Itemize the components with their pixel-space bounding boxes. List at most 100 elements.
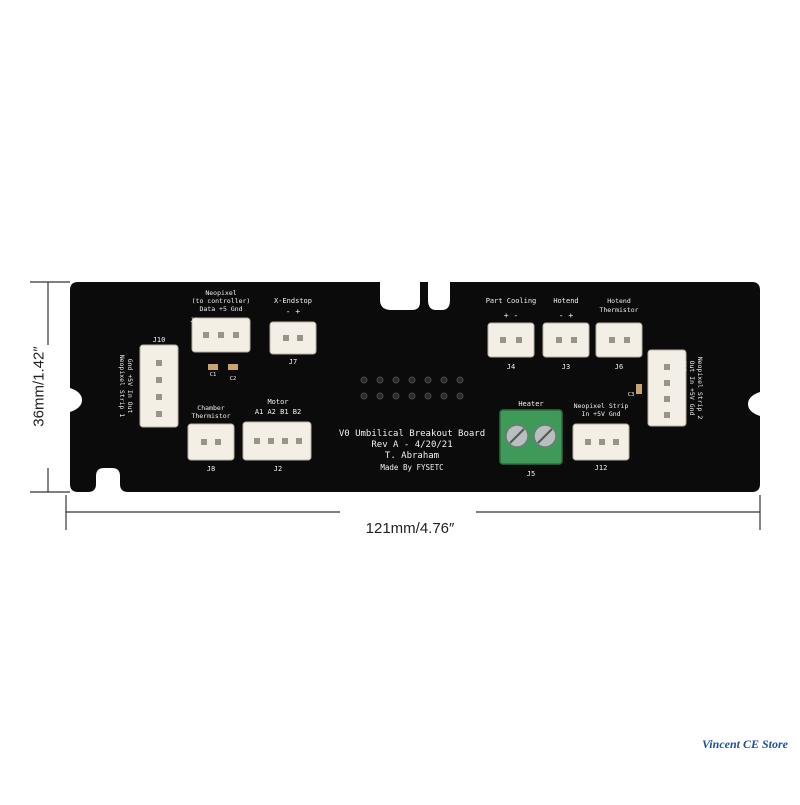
label-j9-line-2: (to controller) <box>192 297 251 305</box>
pin-hole <box>392 376 400 384</box>
pin-hole <box>456 376 464 384</box>
label-j3-line-1: Hotend <box>553 297 578 305</box>
capacitor-c1 <box>208 364 218 370</box>
ref-j6: J6 <box>615 363 623 371</box>
pin-hole <box>424 376 432 384</box>
connector-pin <box>203 332 209 338</box>
connector-pin <box>233 332 239 338</box>
pin-hole <box>424 392 432 400</box>
connector-pin <box>664 396 670 402</box>
pin-hole <box>408 376 416 384</box>
pin-header <box>360 376 464 400</box>
connector-pin <box>585 439 591 445</box>
label-j7-line-1: X-Endstop <box>274 297 312 305</box>
label-j9-line-1: Neopixel <box>205 289 236 297</box>
connector-pin <box>156 377 162 383</box>
connector-j10 <box>139 344 179 428</box>
pin-hole <box>360 376 368 384</box>
pin-hole <box>408 392 416 400</box>
connector-pin <box>664 412 670 418</box>
ref-j9: J9 <box>190 317 198 324</box>
label-j4-line-1: Part Cooling <box>486 297 537 305</box>
label-j7-line-2: - + <box>286 307 301 316</box>
connector-pin <box>516 337 522 343</box>
ref-c2: C2 <box>230 376 237 382</box>
label-j2-line-2: A1 A2 B1 B2 <box>255 408 301 416</box>
label-j8-line-1: Chamber <box>197 404 224 412</box>
ref-c3: C3 <box>628 392 635 398</box>
label-j6-line-1: Hotend <box>607 297 631 305</box>
label-j6-line-2: Thermistor <box>599 306 638 314</box>
connector-pin <box>613 439 619 445</box>
connector-pin <box>664 380 670 386</box>
connector-j2 <box>242 421 312 461</box>
ref-j3: J3 <box>562 363 570 371</box>
connector-j11 <box>647 349 687 427</box>
ref-j5: J5 <box>527 470 535 478</box>
pin-hole <box>392 392 400 400</box>
height-dimension-label: 36mm/1.42″ <box>30 346 48 427</box>
connector-pin <box>201 439 207 445</box>
connector-pin <box>609 337 615 343</box>
label-j2-line-1: Motor <box>267 398 288 406</box>
connector-j7 <box>269 321 317 355</box>
board-title-line-3: T. Abraham <box>385 451 439 461</box>
connector-pin <box>571 337 577 343</box>
board-maker: Made By FYSETC <box>380 463 443 472</box>
side-label-j11: Neopixel Strip 2 <box>696 357 704 420</box>
pin-hole <box>440 392 448 400</box>
pin-hole <box>440 376 448 384</box>
connector-j8 <box>187 423 235 461</box>
terminal-block-body <box>499 409 563 465</box>
connector-pin <box>296 438 302 444</box>
connector-pin <box>218 332 224 338</box>
connector-pin <box>156 411 162 417</box>
width-dimension-label: 121mm/4.76″ <box>365 520 455 537</box>
board-title-line-1: V0 Umbilical Breakout Board <box>339 429 485 439</box>
store-watermark: Vincent CE Store <box>701 737 788 751</box>
connector-pin <box>297 335 303 341</box>
label-j11: Out In +5V Gnd <box>688 361 696 416</box>
board-title-line-2: Rev A - 4/20/21 <box>371 440 452 450</box>
connector-pin <box>624 337 630 343</box>
connector-pin <box>283 335 289 341</box>
ref-j4: J4 <box>507 363 515 371</box>
pin-hole <box>376 392 384 400</box>
ref-j8: J8 <box>207 465 215 473</box>
label-j8-line-2: Thermistor <box>191 412 230 420</box>
connector-j3 <box>542 322 590 358</box>
connector-pin <box>254 438 260 444</box>
connector-pin <box>556 337 562 343</box>
connector-pin <box>156 360 162 366</box>
pin-hole <box>376 376 384 384</box>
pin-hole <box>360 392 368 400</box>
ref-c1: C1 <box>210 372 217 378</box>
dimension-lines <box>30 281 761 530</box>
connector-pin <box>268 438 274 444</box>
capacitor-c2 <box>228 364 238 370</box>
pin-hole <box>456 392 464 400</box>
screw-slot <box>509 428 525 444</box>
label-j10: Gnd +5V In Out <box>126 359 134 414</box>
connector-pin <box>282 438 288 444</box>
connector-pin <box>599 439 605 445</box>
terminal-block-j5 <box>499 409 563 465</box>
label-j3-line-2: - + <box>559 311 574 320</box>
connector-j6 <box>595 322 643 358</box>
ref-j2: J2 <box>274 465 282 473</box>
connector-pin <box>156 394 162 400</box>
connector-j4 <box>487 322 535 358</box>
capacitor-c3 <box>636 384 642 394</box>
connector-pin <box>664 364 670 370</box>
connector-pin <box>215 439 221 445</box>
ref-j12: J12 <box>595 464 608 472</box>
label-j12-line-1: Neopixel Strip <box>574 402 629 410</box>
label-j4-line-2: + - <box>504 311 518 320</box>
ref-j10: J10 <box>153 336 166 344</box>
label-j12-line-2: In +5V Gnd <box>581 410 620 418</box>
ref-j11: J11 <box>680 360 688 372</box>
connector-pin <box>500 337 506 343</box>
label-j9-line-3: Data +5 Gnd <box>199 305 242 313</box>
